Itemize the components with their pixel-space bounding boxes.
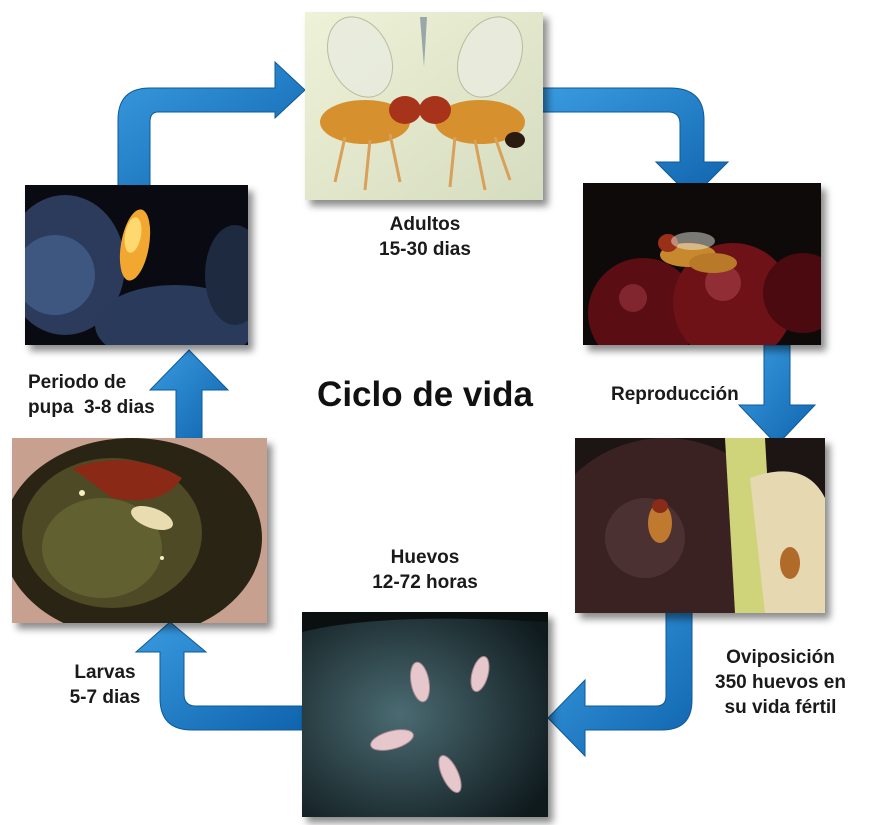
pupa-line1: Periodo de: [28, 372, 127, 393]
fly-on-fruit-photo: [575, 438, 825, 613]
adultos-label: Adultos 15-30 dias: [340, 212, 510, 262]
larva-in-fruit-photo: [12, 438, 267, 623]
reproduccion-name: Reproducción: [611, 384, 739, 405]
oviposicion-line3: su vida fértil: [724, 697, 837, 718]
arrow-larvas-to-pupa: [148, 349, 230, 441]
adult-flies-photo: [305, 12, 543, 200]
pupa-label: Periodo de pupa 3-8 dias: [28, 370, 188, 420]
eggs-photo: [302, 612, 548, 817]
arrow-reproduccion-to-oviposicion: [737, 344, 817, 446]
arrow-oviposicion-to-huevos: [547, 611, 693, 758]
larvas-label: Larvas 5-7 dias: [50, 660, 160, 710]
oviposicion-line2: 350 huevos en: [715, 672, 846, 693]
mating-flies-on-cherries-photo: [583, 183, 821, 345]
adultos-name: Adultos: [389, 214, 461, 235]
oviposicion-name: Oviposición: [726, 647, 835, 668]
larvas-duration: 5-7 dias: [69, 687, 141, 708]
adultos-duration: 15-30 dias: [379, 239, 471, 260]
arrow-huevos-to-larvas: [134, 621, 303, 731]
huevos-label: Huevos 12-72 horas: [360, 545, 490, 595]
larvas-name: Larvas: [74, 662, 136, 683]
oviposicion-label: Oviposición 350 huevos en su vida fértil: [698, 645, 863, 720]
pupa-on-fruit-photo: [25, 185, 248, 345]
pupa-line2: pupa 3-8 dias: [28, 397, 155, 418]
reproduccion-label: Reproducción: [611, 382, 761, 407]
diagram-title: Ciclo de vida: [317, 375, 533, 414]
arrow-adultos-to-reproduccion: [539, 87, 730, 199]
huevos-duration: 12-72 horas: [372, 572, 478, 593]
arrow-pupa-to-adultos: [117, 60, 306, 191]
huevos-name: Huevos: [390, 547, 460, 568]
